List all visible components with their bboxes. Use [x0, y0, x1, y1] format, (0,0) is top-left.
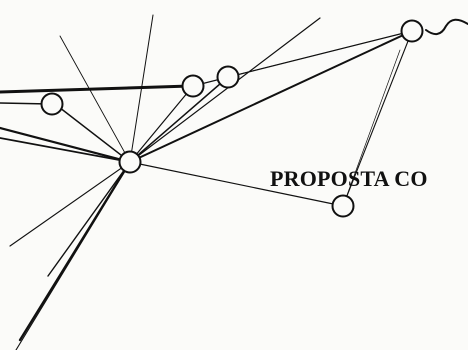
hub-to-pair-link — [130, 77, 228, 162]
top-left-link — [0, 86, 190, 92]
top-right-node — [402, 21, 423, 42]
hub-bottom-link-1 — [48, 162, 130, 276]
faint-upper-left-link — [60, 36, 130, 162]
hub-bottom-link-2 — [20, 162, 130, 340]
pair-to-top-right-faint-link — [228, 31, 412, 77]
hub-long-diagonal-link — [130, 18, 320, 162]
hub-to-top-right-link — [130, 31, 412, 162]
hub-down-left-link — [10, 162, 130, 246]
center-left-node — [183, 76, 204, 97]
top-right-curve — [426, 20, 468, 34]
left-hub-link-1 — [0, 128, 130, 162]
left-hub-link-2 — [0, 138, 130, 162]
document-heading: PROPOSTA CO — [270, 166, 428, 192]
hub-to-left-pair-node-link — [130, 86, 193, 162]
hub-bottom-link-3 — [16, 166, 128, 350]
hub-node — [120, 152, 141, 173]
left-node — [42, 94, 63, 115]
center-right-node — [218, 67, 239, 88]
right-node — [333, 196, 354, 217]
